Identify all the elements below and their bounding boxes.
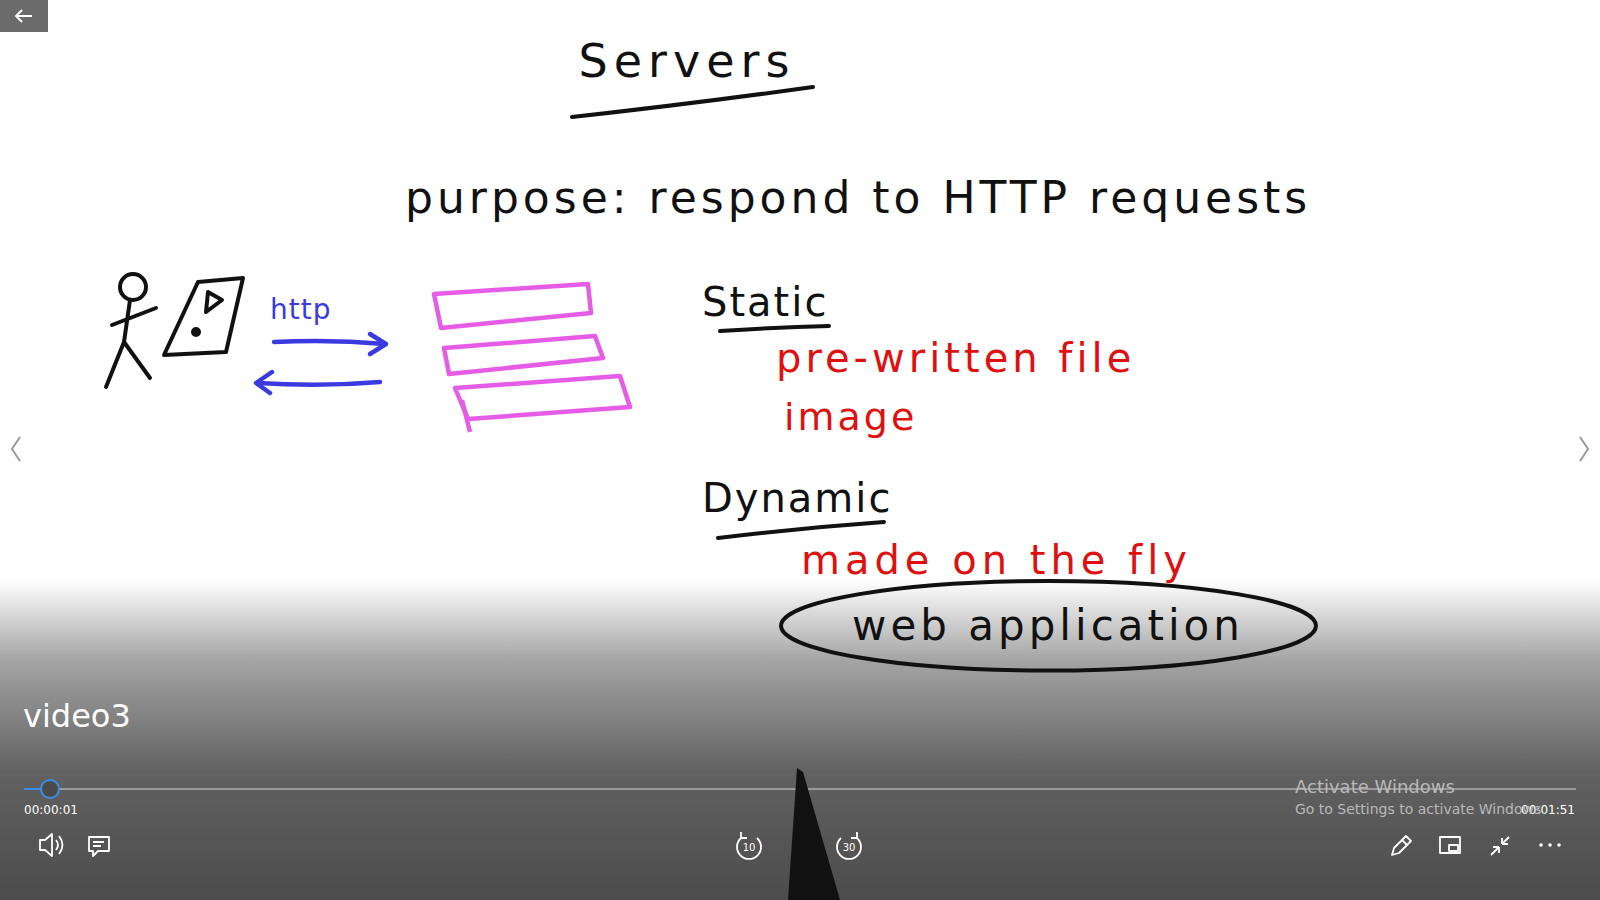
node-text: web application xyxy=(852,601,1244,651)
diagram-title: Servers xyxy=(579,34,796,89)
server-stack xyxy=(434,284,630,432)
skip-seconds: 10 xyxy=(743,842,756,854)
exit-fullscreen-icon xyxy=(1491,837,1509,855)
section-heading: Dynamic xyxy=(702,474,892,522)
back-button xyxy=(0,0,48,32)
example-text: made on the fly xyxy=(801,536,1192,584)
stick-figure xyxy=(106,274,156,387)
watermark: Activate Windows xyxy=(1295,776,1455,798)
captions-icon xyxy=(89,837,109,856)
heading-underline xyxy=(720,326,829,331)
marker-pen xyxy=(788,768,840,900)
next-chevron xyxy=(1580,437,1588,461)
ellipse-node: web application xyxy=(778,578,1319,674)
pen-icon xyxy=(1392,836,1411,855)
arrow-label: http xyxy=(270,293,331,327)
progress-thumb xyxy=(41,780,59,798)
prev-chevron xyxy=(12,437,20,461)
elapsed-time: 00:00:01 xyxy=(24,803,78,817)
progress-fill xyxy=(24,788,42,790)
example-text: pre-written file xyxy=(776,334,1135,382)
purpose-text: purpose: respond to HTTP requests xyxy=(405,172,1311,225)
more-icon xyxy=(1539,843,1561,847)
example-text: image xyxy=(784,395,917,441)
heading-underline xyxy=(718,522,884,538)
rewind-icon xyxy=(737,832,761,859)
skip-seconds: 30 xyxy=(843,842,856,854)
title-underline xyxy=(572,87,813,117)
tablet-device xyxy=(164,278,243,355)
video-title: video3 xyxy=(23,697,131,735)
miniview-icon xyxy=(1440,837,1460,853)
section-heading: Static xyxy=(702,278,828,326)
back-arrow-icon xyxy=(16,10,32,22)
forward-icon xyxy=(837,832,861,859)
volume-icon xyxy=(40,834,63,856)
watermark: Go to Settings to activate Windows. xyxy=(1295,801,1546,818)
http-arrows xyxy=(256,334,386,393)
